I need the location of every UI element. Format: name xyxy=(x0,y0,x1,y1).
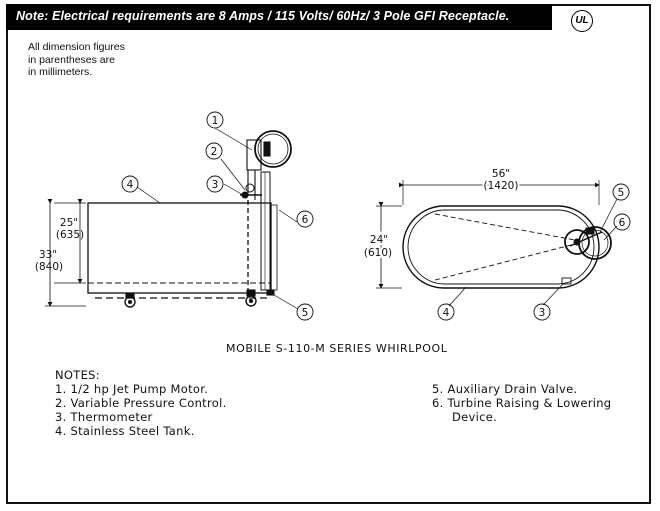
side-view-labels: 1 2 3 4 5 6 25" (635) 33" (840) xyxy=(35,115,309,319)
top-view-labels: 3 4 5 6 56" (1420) 24" (610) xyxy=(362,168,626,319)
ul-listing-logo: UL xyxy=(571,10,593,32)
notes-heading: NOTES: xyxy=(55,368,100,382)
width-label: 24" xyxy=(370,234,388,246)
electrical-note-banner: Note: Electrical requirements are 8 Amps… xyxy=(6,4,552,30)
dimension-units-note: All dimension figures in parentheses are… xyxy=(28,41,125,79)
callout-1-circle xyxy=(206,111,224,129)
note-item-continuation: Device. xyxy=(452,410,498,424)
callout-3-circle xyxy=(533,303,551,321)
motor-housing xyxy=(254,130,292,168)
notes-list-continued: 5. Auxiliary Drain Valve. 6. Turbine Rai… xyxy=(432,382,611,424)
callout-4-circle xyxy=(121,175,139,193)
total-height-mm-label: (840) xyxy=(35,261,63,273)
callout-2-circle xyxy=(205,142,223,160)
caster-wheel xyxy=(124,293,136,308)
inner-height-mm-label: (635) xyxy=(56,229,84,241)
length-mm-label: (1420) xyxy=(484,180,519,192)
pressure-control xyxy=(245,183,255,193)
note-item: 6. Turbine Raising & Lowering xyxy=(432,396,612,410)
note-item: 2. Variable Pressure Control. xyxy=(55,396,227,410)
motor-housing-top xyxy=(578,226,612,260)
callout-5-circle xyxy=(612,183,630,201)
top-view xyxy=(376,180,631,321)
jet-pump-motor xyxy=(246,139,262,171)
inner-height-label: 25" xyxy=(60,217,78,229)
callout-6-label: 6 xyxy=(302,214,309,226)
callout-3-label: 3 xyxy=(539,307,546,319)
drawing-caption: MOBILE S-110-M SERIES WHIRLPOOL xyxy=(226,342,448,355)
callout-4-label: 4 xyxy=(443,307,450,319)
callout-6-label: 6 xyxy=(619,217,626,229)
callout-4-label: 4 xyxy=(127,179,134,191)
tank-outline-inner xyxy=(407,209,595,285)
pump-housing-top xyxy=(564,229,590,255)
dimension-note-line: in millimeters. xyxy=(28,66,93,78)
callout-1-label: 1 xyxy=(212,115,219,127)
caster-wheel xyxy=(245,289,257,307)
callout-3-label: 3 xyxy=(212,179,219,191)
callout-5-circle xyxy=(296,303,314,321)
note-item: 4. Stainless Steel Tank. xyxy=(55,424,195,438)
lift-column xyxy=(260,171,271,291)
callout-5-label: 5 xyxy=(302,307,309,319)
length-label: 56" xyxy=(492,168,510,180)
callout-6-circle xyxy=(613,213,631,231)
callout-5-label: 5 xyxy=(618,187,625,199)
tank-body xyxy=(87,202,272,294)
callout-3-circle xyxy=(206,175,224,193)
dimension-note-line: All dimension figures xyxy=(28,41,125,53)
note-item: 5. Auxiliary Drain Valve. xyxy=(432,382,578,396)
callout-2-label: 2 xyxy=(211,146,218,158)
side-view xyxy=(45,111,314,321)
width-mm-label: (610) xyxy=(364,247,392,259)
tank-outline-outer xyxy=(402,205,600,289)
drain-valve-top xyxy=(561,277,572,285)
notes-list: NOTES: 1. 1/2 hp Jet Pump Motor. 2. Vari… xyxy=(55,368,227,438)
dimension-note-line: in parentheses are xyxy=(28,53,115,66)
note-item: 1. 1/2 hp Jet Pump Motor. xyxy=(55,382,209,396)
callout-6-circle xyxy=(296,210,314,228)
callout-4-circle xyxy=(437,303,455,321)
note-item: 3. Thermometer xyxy=(55,410,153,424)
total-height-label: 33" xyxy=(39,249,57,261)
drain-valve xyxy=(266,289,275,296)
